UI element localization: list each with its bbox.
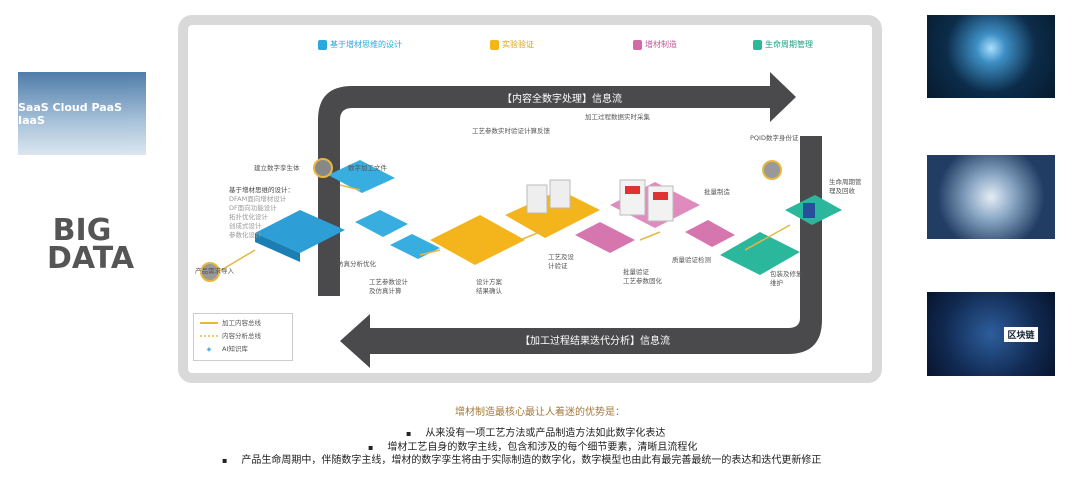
dotted-line-icon: [200, 335, 218, 337]
label-lifecycle: 生命周期管 理及回收: [829, 178, 862, 195]
label-quality: 质量验证检测: [672, 256, 711, 264]
summary-bullet: 从来没有一项工艺方法或产品制造方法如此数字化表达: [406, 424, 665, 439]
ai-lightbulb-image: [927, 15, 1055, 98]
header-lifecycle: 生命周期管理: [753, 39, 813, 50]
label-sim: 仿真分析优化: [337, 260, 376, 268]
cube-icon: [753, 39, 762, 50]
label-design-title: 基于增材思维的设计：: [229, 186, 294, 194]
label-package: 包装及修复 维护: [770, 270, 803, 287]
legend-analysis-bus: 内容分析总线: [200, 330, 286, 343]
big-data-image: BIG DATA: [18, 205, 146, 285]
twin-nodes: [200, 158, 782, 282]
label-plan-confirm: 设计方案 结果确认: [476, 278, 502, 295]
ai-knowledge-icon: ◈: [206, 345, 212, 353]
cube-icon: [490, 39, 499, 50]
label-process-param: 工艺参数设计 及仿真计算: [369, 278, 408, 295]
design-items: DFAM面向增材设计 DF面向功能设计 拓扑优化设计 创成式设计 参数化设计: [229, 195, 287, 239]
digital-twin-node: [313, 158, 333, 178]
legend-ai-kb: ◈AI知识库: [200, 343, 286, 356]
label-digital-twin: 建立数字孪生体: [254, 164, 300, 172]
solid-line-icon: [200, 322, 218, 324]
label-demand: 产品需求导入: [195, 267, 234, 275]
bottom-flow-arrow: [340, 136, 822, 368]
pqid-node: [762, 160, 782, 180]
header-manufacturing: 增材制造: [633, 39, 677, 50]
label-digital-file: 数字加工文件: [348, 164, 387, 172]
diagram-frame: [178, 15, 882, 383]
label-batch-mfg: 批量制造: [704, 188, 730, 196]
cube-icon: [633, 39, 642, 50]
machines: [526, 179, 815, 222]
top-flow-label: 【内容全数字处理】信息流: [502, 94, 622, 105]
cloud-saas-image: SaaS Cloud PaaS IaaS: [18, 72, 146, 155]
robot-image: [927, 155, 1055, 239]
lifecycle-platforms: [720, 195, 842, 275]
label-batch-verify: 批量验证 工艺参数固化: [623, 268, 662, 285]
bottom-flow-label: 【加工过程结果迭代分析】信息流: [520, 336, 670, 347]
cube-icon: [318, 39, 327, 50]
blockchain-image: 区块链: [927, 292, 1055, 376]
label-realtime-feedback: 工艺参数实时验证计算反馈: [472, 127, 550, 135]
demand-node: [200, 262, 220, 282]
summary-bullet: 增材工艺自身的数字主线，包含和涉及的每个细节要素，清晰且流程化: [368, 438, 697, 453]
label-process-verify: 工艺及设 计验证: [548, 253, 574, 270]
legend-content-bus: 加工内容总线: [200, 317, 286, 330]
experiment-platforms: [430, 190, 600, 265]
summary-bullet: 产品生命周期中，伴随数字主线，增材的数字孪生将由于实际制造的数字化，数字模型也由…: [222, 451, 821, 466]
content-bus-lines: [217, 184, 791, 273]
summary-title: 增材制造最核心最让人着迷的优势是：: [455, 407, 625, 418]
header-design: 基于增材思维的设计: [318, 39, 402, 50]
label-data-collect: 加工过程数据实时采集: [585, 113, 650, 121]
label-pqid: PQID数字身份证: [750, 134, 799, 142]
header-experiment: 实验验证: [490, 39, 534, 50]
top-flow-arrow: [318, 72, 796, 296]
legend: 加工内容总线 内容分析总线 ◈AI知识库: [193, 313, 293, 361]
